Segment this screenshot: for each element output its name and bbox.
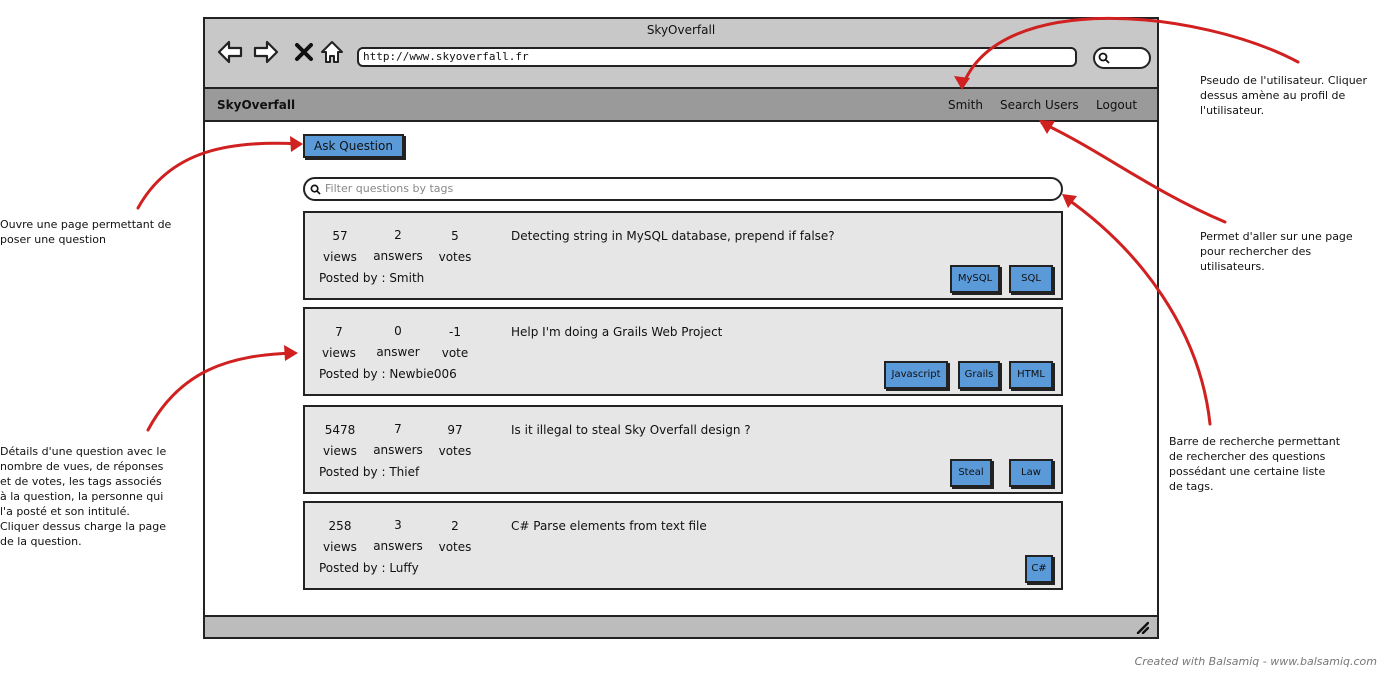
tag-steal[interactable]: Steal (950, 459, 992, 487)
url-bar[interactable]: http://www.skyoverfall.fr (357, 47, 1077, 67)
views-label: views (322, 346, 356, 360)
answers-label: answer (376, 345, 420, 359)
tag-filter-input[interactable]: Filter questions by tags (303, 177, 1063, 201)
balsamiq-credit: Created with Balsamiq - www.balsamiq.com (1134, 655, 1377, 668)
votes-label: votes (438, 540, 472, 554)
tag-csharp[interactable]: C# (1025, 555, 1053, 583)
annotation-user: Pseudo de l'utilisateur. Cliquer dessus … (1200, 74, 1367, 117)
browser-search-field[interactable] (1093, 47, 1151, 69)
question-card[interactable]: 5478 views 7 answers 97 votes Is it ille… (303, 405, 1063, 494)
answers-count: 0 (394, 324, 402, 338)
browser-window: SkyOverfall http://www.skyoverfall.fr Sk… (203, 17, 1159, 639)
answers-label: answers (373, 249, 423, 263)
votes-label: votes (438, 444, 472, 458)
search-icon (310, 184, 321, 195)
tag-javascript[interactable]: Javascript (884, 361, 948, 389)
views-count: 5478 (324, 423, 356, 437)
votes-count: -1 (449, 325, 461, 339)
search-users-link[interactable]: Search Users (1000, 98, 1079, 112)
answers-count: 3 (394, 518, 402, 532)
user-profile-link[interactable]: Smith (948, 98, 983, 112)
question-card[interactable]: 7 views 0 answer -1 vote Help I'm doing … (303, 307, 1063, 396)
annotation-filter: Barre de recherche permettant de recherc… (1169, 435, 1341, 493)
posted-by: Posted by : Smith (319, 271, 425, 285)
votes-label: vote (441, 346, 469, 360)
votes-count: 5 (451, 229, 459, 243)
votes-label: votes (438, 250, 472, 264)
browser-titlebar: SkyOverfall http://www.skyoverfall.fr (205, 19, 1157, 89)
tag-mysql[interactable]: MySQL (950, 265, 1000, 293)
window-title: SkyOverfall (646, 23, 716, 37)
views-label: views (323, 444, 357, 458)
annotation-search-users: Permet d'aller sur une page pour recherc… (1200, 230, 1353, 273)
question-card[interactable]: 258 views 3 answers 2 votes C# Parse ele… (303, 501, 1063, 590)
question-card[interactable]: 57 views 2 answers 5 votes Detecting str… (303, 211, 1063, 300)
forward-icon[interactable] (253, 39, 279, 65)
answers-label: answers (373, 539, 423, 553)
resize-grip-icon[interactable] (1135, 620, 1149, 634)
home-icon[interactable] (319, 39, 345, 65)
question-title[interactable]: Is it illegal to steal Sky Overfall desi… (511, 423, 751, 437)
annotation-ask-question: Ouvre une page permettant de poser une q… (0, 218, 172, 246)
views-count: 7 (335, 325, 343, 339)
posted-by: Posted by : Thief (319, 465, 420, 479)
back-icon[interactable] (217, 39, 243, 65)
browser-statusbar (205, 615, 1157, 637)
answers-label: answers (373, 443, 423, 457)
posted-by: Posted by : Newbie006 (319, 367, 457, 381)
votes-count: 2 (451, 519, 459, 533)
filter-placeholder: Filter questions by tags (325, 182, 454, 195)
annotation-question-details: Détails d'une question avec le nombre de… (0, 445, 167, 548)
views-label: views (323, 250, 357, 264)
votes-count: 97 (447, 423, 463, 437)
tag-grails[interactable]: Grails (958, 361, 1000, 389)
views-count: 57 (332, 229, 348, 243)
question-title[interactable]: C# Parse elements from text file (511, 519, 707, 533)
views-count: 258 (328, 519, 352, 533)
app-navbar: SkyOverfall Smith Search Users Logout (205, 89, 1157, 122)
question-title[interactable]: Help I'm doing a Grails Web Project (511, 325, 723, 339)
tag-html[interactable]: HTML (1009, 361, 1053, 389)
brand-logo[interactable]: SkyOverfall (217, 98, 296, 112)
close-icon[interactable] (291, 39, 317, 65)
logout-link[interactable]: Logout (1096, 98, 1138, 112)
question-title[interactable]: Detecting string in MySQL database, prep… (511, 229, 835, 243)
views-label: views (323, 540, 357, 554)
answers-count: 7 (394, 422, 402, 436)
answers-count: 2 (394, 228, 402, 242)
search-icon (1098, 52, 1110, 64)
tag-law[interactable]: Law (1009, 459, 1053, 487)
ask-question-button[interactable]: Ask Question (303, 134, 404, 158)
posted-by: Posted by : Luffy (319, 561, 419, 575)
tag-sql[interactable]: SQL (1009, 265, 1053, 293)
